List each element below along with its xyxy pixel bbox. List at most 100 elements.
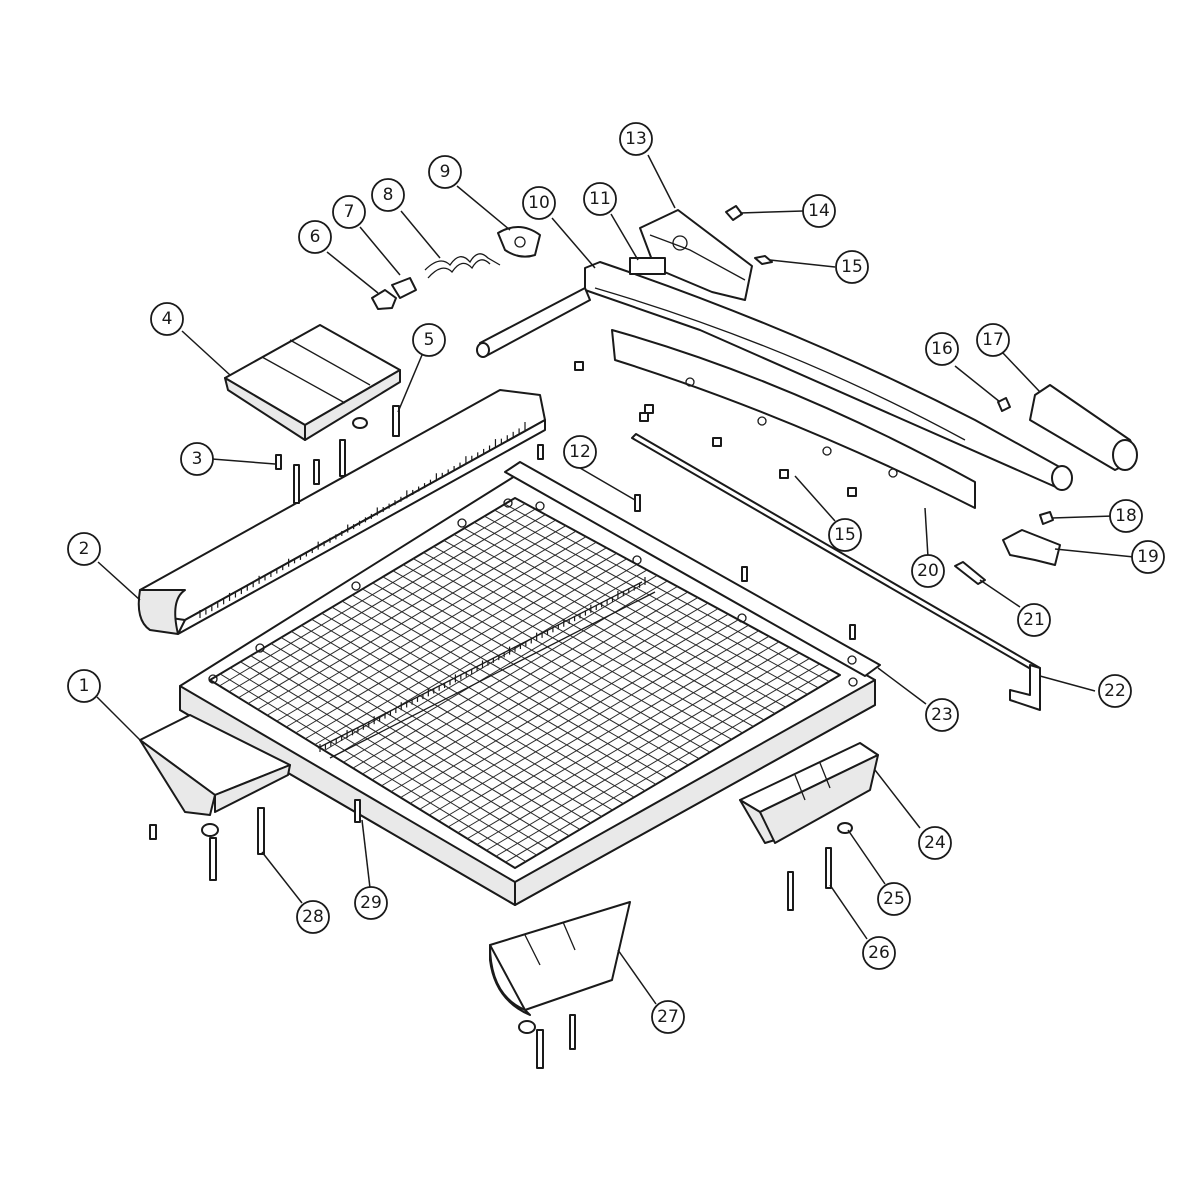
callout-12: 12 — [563, 435, 597, 469]
callout-circle — [925, 332, 959, 366]
callout-14: 14 — [802, 194, 836, 228]
callout-label: 15 — [834, 525, 856, 545]
callout-24: 23 — [925, 698, 959, 732]
callout-circle — [563, 435, 597, 469]
callout-2: 2 — [67, 532, 101, 566]
callout-label: 5 — [424, 330, 435, 350]
callout-circle — [1109, 499, 1143, 533]
callout-1: 1 — [67, 669, 101, 703]
callout-circle — [651, 1000, 685, 1034]
callout-circle — [583, 182, 617, 216]
callout-circle — [918, 826, 952, 860]
ruler-bar — [137, 389, 546, 635]
callout-17: 16 — [925, 332, 959, 366]
callout-label: 16 — [931, 339, 953, 359]
callout-label: 25 — [883, 889, 905, 909]
callout-label: 21 — [1023, 610, 1045, 630]
callout-label: 19 — [1137, 547, 1159, 567]
callout-circle — [428, 155, 462, 189]
callout-circle — [67, 532, 101, 566]
callout-label: 8 — [383, 185, 394, 205]
callout-circle — [371, 178, 405, 212]
callout-label: 27 — [657, 1007, 679, 1027]
callout-circle — [802, 194, 836, 228]
callout-circle — [1131, 540, 1165, 574]
callout-label: 3 — [192, 449, 203, 469]
blade-arm — [476, 209, 1138, 491]
callout-13: 13 — [619, 122, 653, 156]
callout-circle — [835, 250, 869, 284]
callout-label: 24 — [924, 833, 946, 853]
callout-label: 17 — [982, 330, 1004, 350]
callout-10: 10 — [522, 186, 556, 220]
callout-circle — [296, 900, 330, 934]
foot-bottom-left — [139, 714, 291, 816]
callout-circle — [354, 886, 388, 920]
callout-label: 11 — [589, 189, 611, 209]
callout-19: 18 — [1109, 499, 1143, 533]
callout-circle — [412, 323, 446, 357]
callout-circle — [877, 882, 911, 916]
callout-circle — [828, 518, 862, 552]
callout-label: 13 — [625, 129, 647, 149]
callout-circle — [911, 554, 945, 588]
callout-label: 10 — [528, 193, 550, 213]
callout-circle — [1017, 603, 1051, 637]
callout-label: 26 — [868, 943, 890, 963]
foot-right — [739, 742, 879, 844]
callout-label: 7 — [344, 202, 355, 222]
callout-label: 12 — [569, 442, 591, 462]
cutting-grid — [219, 503, 831, 863]
callout-5: 5 — [412, 323, 446, 357]
callout-21: 20 — [911, 554, 945, 588]
callout-circle — [862, 936, 896, 970]
callout-16: 15 — [828, 518, 862, 552]
callout-circle — [1098, 674, 1132, 708]
callout-circle — [522, 186, 556, 220]
callout-22: 21 — [1017, 603, 1051, 637]
callout-circle — [67, 669, 101, 703]
callout-label: 15 — [841, 257, 863, 277]
callout-label: 1 — [79, 676, 90, 696]
callout-9: 9 — [428, 155, 462, 189]
callout-label: 20 — [917, 561, 939, 581]
callout-11: 11 — [583, 182, 617, 216]
board-ruler — [317, 577, 656, 759]
callout-3: 3 — [180, 442, 214, 476]
callout-circle — [150, 302, 184, 336]
callout-8: 8 — [371, 178, 405, 212]
callout-7: 7 — [332, 195, 366, 229]
foot-top-left — [224, 324, 401, 441]
callout-circle — [976, 323, 1010, 357]
callout-label: 4 — [162, 309, 173, 329]
foot-bottom-center — [489, 901, 631, 1016]
callout-label: 18 — [1115, 506, 1137, 526]
callout-label: 9 — [440, 162, 451, 182]
callout-26: 25 — [877, 882, 911, 916]
callout-circle — [332, 195, 366, 229]
spring-assembly — [371, 226, 541, 310]
callout-23: 22 — [1098, 674, 1132, 708]
cutting-blade — [611, 329, 976, 509]
callout-27: 26 — [862, 936, 896, 970]
callout-label: 14 — [808, 201, 830, 221]
leader-lines — [96, 154, 1135, 1005]
callout-label: 28 — [302, 907, 324, 927]
bracket — [725, 205, 1061, 585]
callout-20: 19 — [1131, 540, 1165, 574]
callout-label: 29 — [360, 893, 382, 913]
callout-18: 17 — [976, 323, 1010, 357]
callout-6: 6 — [298, 220, 332, 254]
callout-circle — [180, 442, 214, 476]
callout-28: 27 — [651, 1000, 685, 1034]
callout-25: 24 — [918, 826, 952, 860]
callout-circle — [925, 698, 959, 732]
callout-label: 2 — [79, 539, 90, 559]
guide-rod — [631, 433, 1041, 711]
callout-circle — [619, 122, 653, 156]
callout-4: 4 — [150, 302, 184, 336]
callout-label: 23 — [931, 705, 953, 725]
callout-label: 22 — [1104, 681, 1126, 701]
